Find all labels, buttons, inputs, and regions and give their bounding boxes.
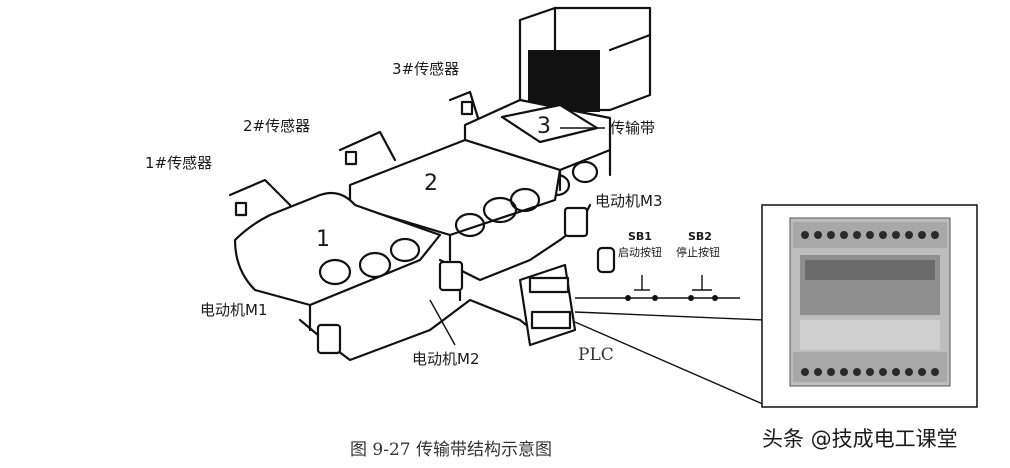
belt-3-number: 3 — [537, 114, 551, 139]
belt-2-number: 2 — [424, 171, 438, 196]
label-conveyor: 传输带 — [610, 119, 655, 137]
label-sb1-desc: 启动按钮 — [618, 245, 662, 259]
label-sensor-2: 2#传感器 — [243, 117, 310, 135]
label-sb1: SB1 — [628, 230, 652, 243]
conveyor-frame — [298, 203, 592, 362]
leader-lines — [429, 127, 766, 406]
plc-block — [518, 246, 616, 347]
label-sb2: SB2 — [688, 230, 712, 243]
belt-2: 2 — [348, 138, 562, 262]
sensor-2 — [338, 130, 397, 166]
label-sensor-3: 3#传感器 — [392, 60, 459, 78]
label-sb2-desc: 停止按钮 — [676, 245, 720, 259]
label-motor-2: 电动机M2 — [412, 350, 480, 368]
plc-photo-inset — [761, 204, 978, 408]
label-plc: PLC — [578, 345, 614, 365]
button-wiring — [575, 275, 740, 301]
label-motor-3: 电动机M3 — [595, 192, 663, 210]
label-sensor-1: 1#传感器 — [145, 154, 212, 172]
belt-1-number: 1 — [316, 227, 330, 252]
sensor-3 — [448, 90, 480, 120]
hopper — [518, 6, 652, 112]
sensor-1 — [228, 178, 292, 217]
watermark: 头条 @技成电工课堂 — [762, 427, 958, 451]
figure-caption: 图 9-27 传输带结构示意图 — [350, 440, 552, 460]
label-motor-1: 电动机M1 — [200, 301, 268, 319]
belt-1: 1 — [233, 191, 442, 332]
